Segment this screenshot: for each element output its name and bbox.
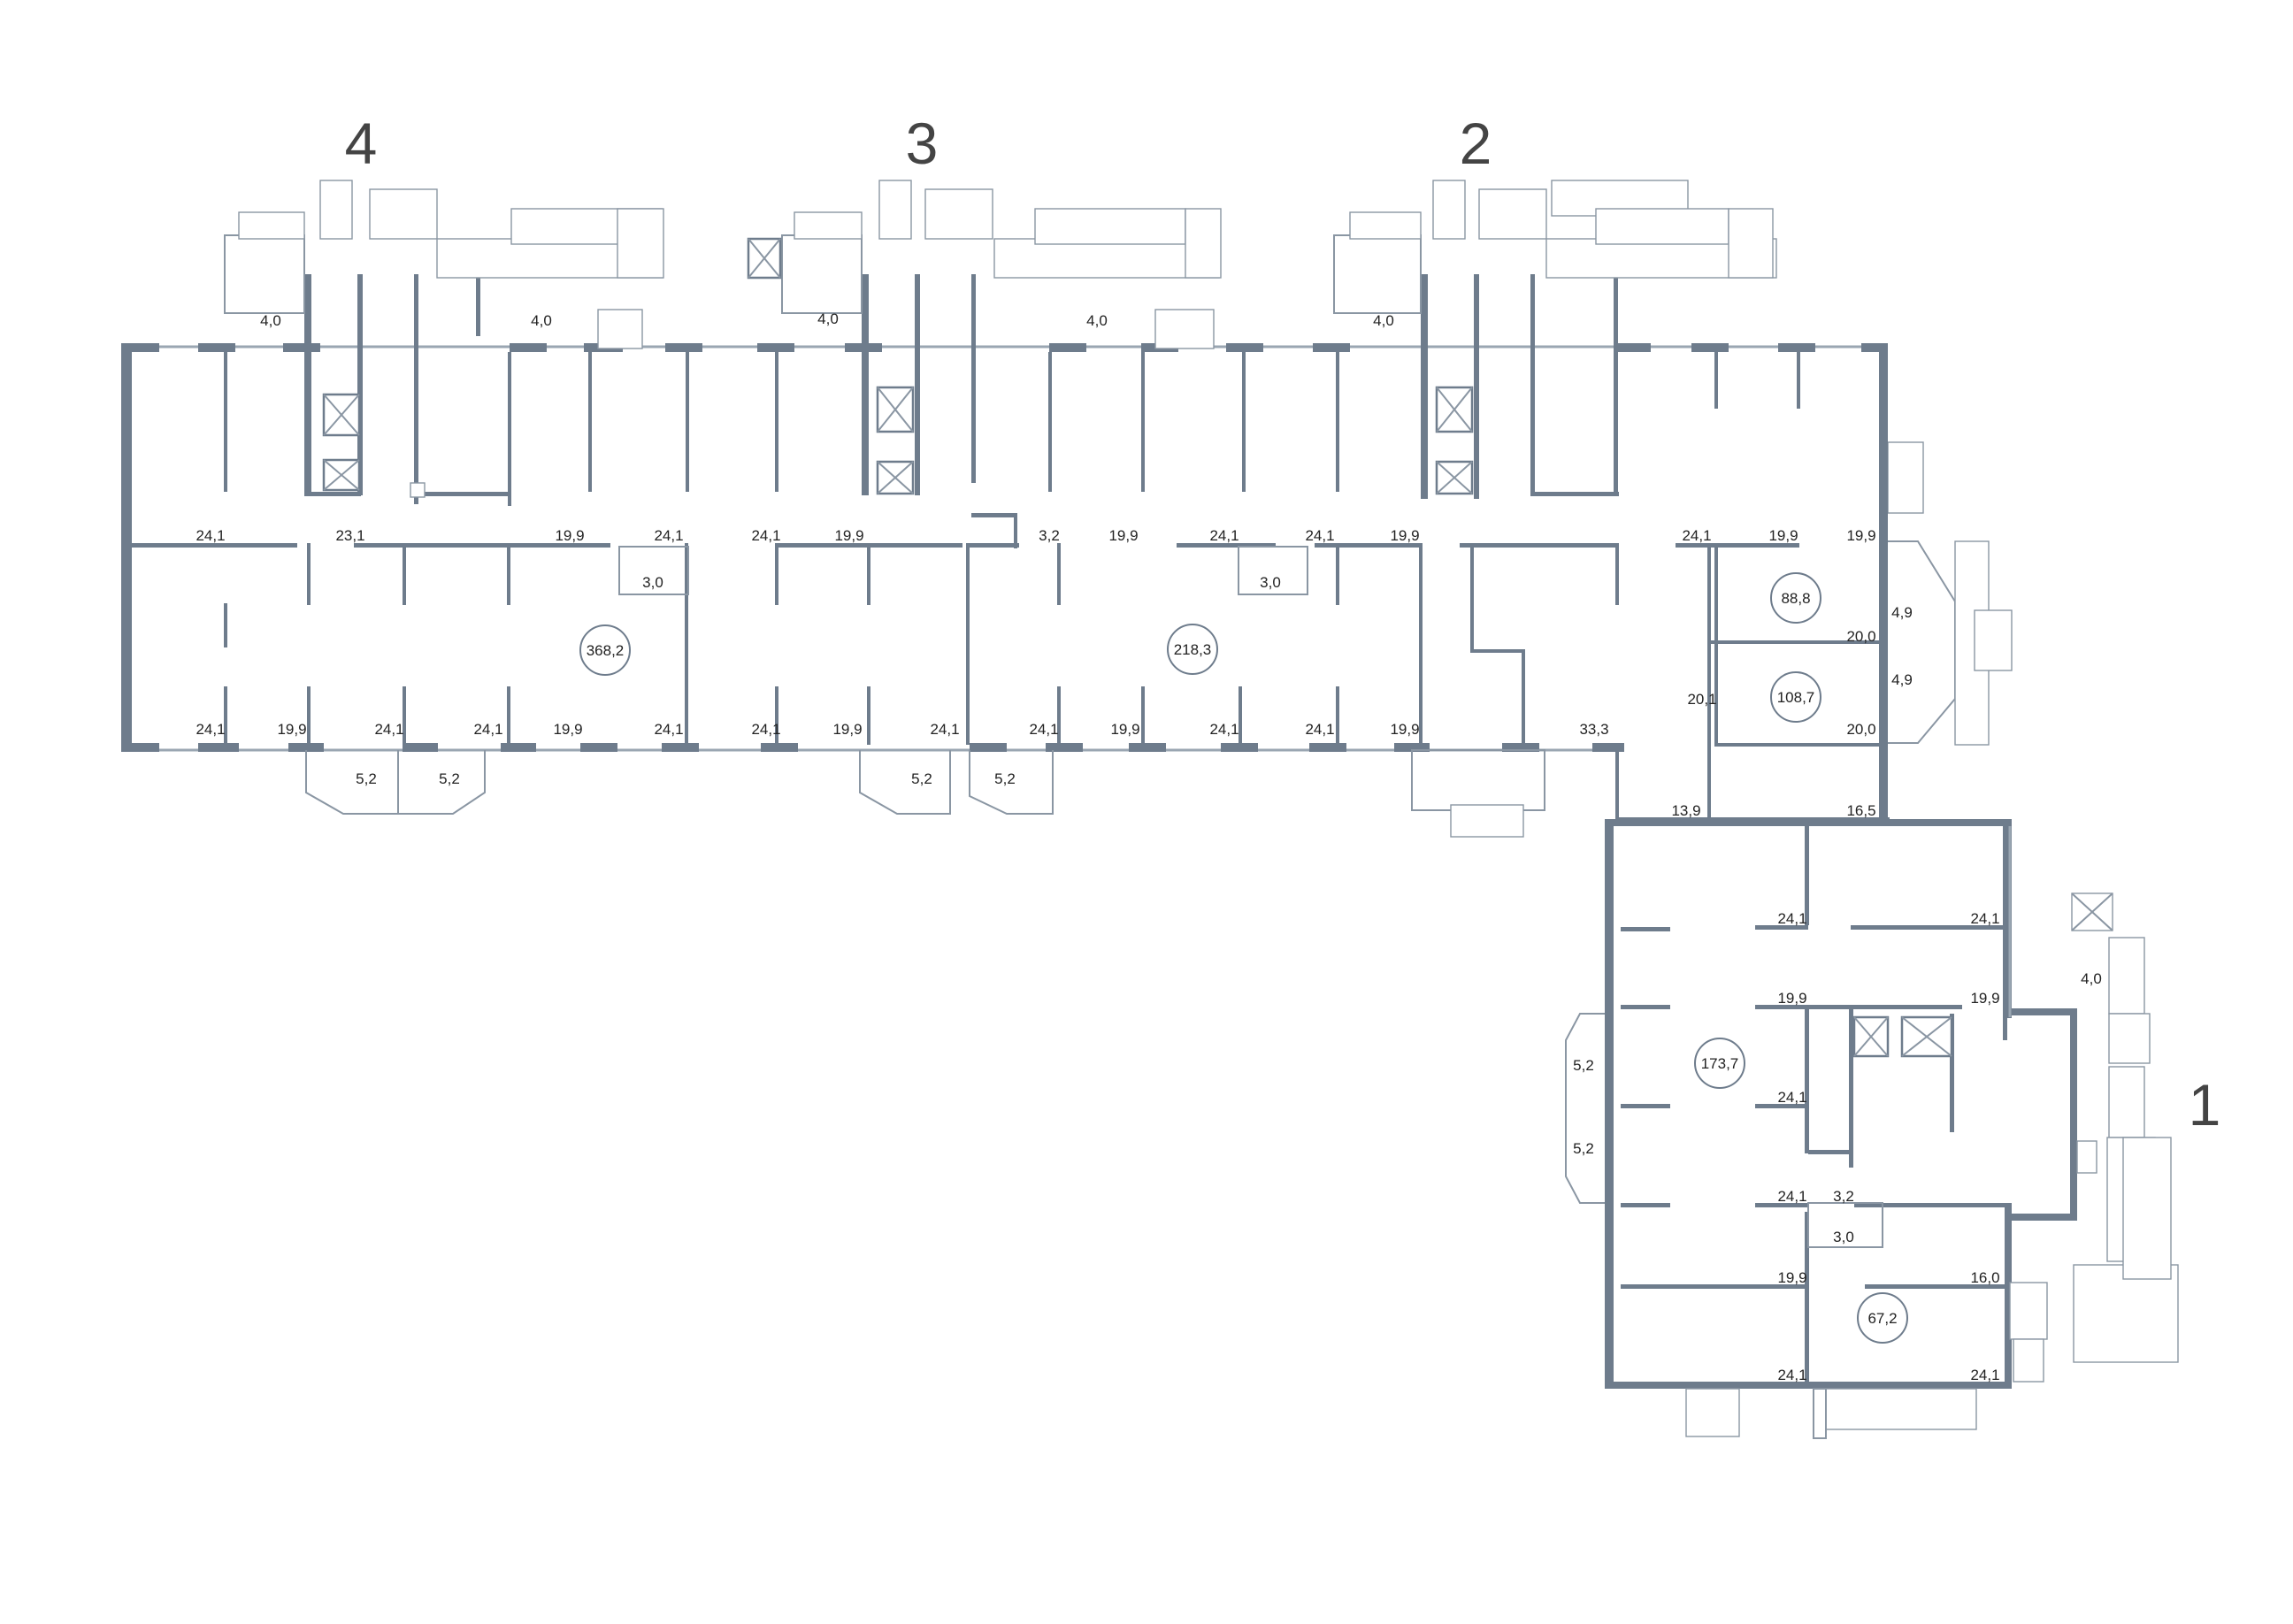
section-2-east [1615, 412, 2013, 824]
room-area: 24,1 [1970, 1367, 1999, 1383]
room-area: 4,0 [1373, 312, 1394, 329]
premise-areas: 368,2 218,3 88,8 108,7 173,7 67,2 [579, 572, 1908, 1344]
room-area: 5,2 [911, 770, 932, 787]
south-wing [1565, 819, 2179, 1439]
room-area: 19,9 [834, 527, 863, 544]
section-2-label: 2 [1460, 111, 1492, 176]
room-area: 5,2 [439, 770, 460, 787]
room-area: 19,9 [1970, 990, 1999, 1007]
premise-area-value: 88,8 [1781, 590, 1810, 607]
room-area: 24,1 [1305, 721, 1334, 738]
room-area: 24,1 [196, 527, 225, 544]
room-area: 19,9 [1768, 527, 1798, 544]
room-area: 4,0 [817, 310, 839, 327]
room-area: 16,5 [1846, 802, 1875, 819]
room-area: 3,2 [1833, 1188, 1854, 1205]
room-area: 4,0 [1086, 312, 1108, 329]
room-area: 24,1 [473, 721, 502, 738]
room-area: 4,0 [260, 312, 281, 329]
room-area: 19,9 [555, 527, 584, 544]
room-area: 20,1 [1687, 691, 1716, 708]
room-area: 24,1 [1777, 1089, 1806, 1106]
room-area: 5,2 [356, 770, 377, 787]
room-area: 24,1 [751, 527, 780, 544]
section-4-core [304, 274, 511, 504]
premise-88[interactable]: 88,8 [1770, 572, 1821, 624]
room-area: 5,2 [1573, 1057, 1594, 1074]
premise-67[interactable]: 67,2 [1857, 1292, 1908, 1344]
room-area: 13,9 [1671, 802, 1700, 819]
room-area: 24,1 [1777, 1188, 1806, 1205]
entrances-top [224, 180, 1777, 349]
room-area: 20,0 [1846, 628, 1875, 645]
room-area: 20,0 [1846, 721, 1875, 738]
room-area: 19,9 [1108, 527, 1138, 544]
premise-area-value: 368,2 [587, 642, 625, 659]
room-area: 24,1 [196, 721, 225, 738]
section-4-label: 4 [345, 111, 378, 176]
room-area: 5,2 [1573, 1140, 1594, 1157]
room-area: 24,1 [930, 721, 959, 738]
room-area: 5,2 [994, 770, 1016, 787]
room-area: 24,1 [1777, 1367, 1806, 1383]
room-area: 19,9 [277, 721, 306, 738]
room-area: 4,9 [1891, 604, 1913, 621]
section-3-label: 3 [906, 111, 939, 176]
wc-block [1238, 546, 1308, 595]
room-area: 19,9 [553, 721, 582, 738]
room-area: 19,9 [1777, 1269, 1806, 1286]
room-area: 19,9 [1846, 527, 1875, 544]
wc-block [618, 546, 689, 595]
room-area: 24,1 [1029, 721, 1058, 738]
room-area: 33,3 [1579, 721, 1608, 738]
room-area: 19,9 [1390, 721, 1419, 738]
room-area: 19,9 [1777, 990, 1806, 1007]
room-area: 24,1 [751, 721, 780, 738]
section-1-label: 1 [2189, 1072, 2221, 1138]
premise-area-value: 218,3 [1174, 641, 1212, 658]
room-area: 24,1 [1682, 527, 1711, 544]
room-area: 24,1 [654, 527, 683, 544]
room-area: 19,9 [1110, 721, 1139, 738]
room-labels: 24,1 23,1 19,9 24,1 24,1 19,9 24,1 19,9 … [196, 310, 2101, 1383]
room-area: 23,1 [335, 527, 364, 544]
room-area: 24,1 [1305, 527, 1334, 544]
room-area: 19,9 [1390, 527, 1419, 544]
room-area: 3,2 [1039, 527, 1060, 544]
room-area: 24,1 [654, 721, 683, 738]
premise-area-value: 108,7 [1777, 689, 1815, 706]
section-2-core [1421, 274, 1619, 499]
room-area: 3,0 [1260, 574, 1281, 591]
main-wing [121, 274, 1888, 752]
premise-area-value: 173,7 [1701, 1055, 1739, 1072]
room-area: 3,0 [642, 574, 663, 591]
room-area: 24,1 [1209, 527, 1239, 544]
room-area: 4,0 [2081, 970, 2102, 987]
premise-218[interactable]: 218,3 [1167, 624, 1218, 675]
room-area: 4,9 [1891, 671, 1913, 688]
room-area: 24,1 [374, 721, 403, 738]
premise-108[interactable]: 108,7 [1770, 671, 1821, 723]
premise-368[interactable]: 368,2 [579, 624, 631, 676]
premise-173[interactable]: 173,7 [1694, 1038, 1745, 1089]
room-area: 4,0 [531, 312, 552, 329]
room-area: 24,1 [1777, 910, 1806, 927]
room-area: 24,1 [1970, 910, 1999, 927]
section-3-core [862, 274, 1017, 548]
room-area: 3,0 [1833, 1229, 1854, 1245]
room-area: 16,0 [1970, 1269, 1999, 1286]
room-area: 19,9 [832, 721, 862, 738]
room-area: 24,1 [1209, 721, 1239, 738]
porches-bottom [305, 749, 1545, 838]
premise-area-value: 67,2 [1867, 1310, 1897, 1327]
